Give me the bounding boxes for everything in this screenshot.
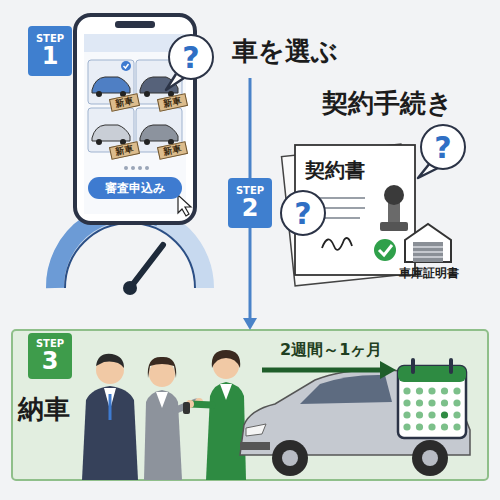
price-tag: 新車 xyxy=(157,141,188,160)
node-text: 車庫証明書 xyxy=(399,265,459,282)
garage-icon xyxy=(405,224,451,262)
contract-papers xyxy=(282,144,415,286)
duration-arrow xyxy=(262,361,396,379)
node-text: STEP xyxy=(36,338,64,349)
node-text: 2 xyxy=(242,196,259,221)
people xyxy=(82,350,246,480)
step-badge: STEP1 xyxy=(28,26,72,76)
contract-document: 契約書 xyxy=(295,145,375,190)
node-text: 納車 xyxy=(18,392,70,427)
price-tag: 新車 xyxy=(157,93,188,112)
node-text: ? xyxy=(294,196,311,231)
node-text: 新車 xyxy=(114,94,134,110)
apply-button: 審査申込み xyxy=(88,177,182,199)
delivery-panel: 納車 STEP3 xyxy=(12,330,488,480)
step-heading: 車を選ぶ xyxy=(232,34,338,69)
flow-arrow xyxy=(243,228,257,330)
node-text: ? xyxy=(434,130,451,165)
step-badge: STEP2 xyxy=(228,178,272,228)
price-tag: 新車 xyxy=(109,93,140,112)
step-badge: STEP3 xyxy=(28,333,72,379)
node-text: STEP xyxy=(36,33,64,44)
node-text: STEP xyxy=(236,185,264,196)
node-text: 契約書 xyxy=(305,157,365,184)
question-bubble: ? xyxy=(168,34,214,80)
question-bubble: ? xyxy=(420,124,466,170)
node-text: 審査申込み xyxy=(105,180,165,197)
node-text: 3 xyxy=(42,349,59,374)
node-text: ? xyxy=(182,40,199,75)
flow-line xyxy=(249,78,252,178)
node-text: 1 xyxy=(42,44,59,69)
price-tag: 新車 xyxy=(109,141,140,160)
node-text: 新車 xyxy=(114,142,134,158)
calendar xyxy=(398,360,466,438)
step-heading: 契約手続き xyxy=(322,86,453,121)
step-panel-ground xyxy=(12,330,488,480)
garage-certificate: 車庫証明書 xyxy=(394,264,464,282)
node-text: 新車 xyxy=(162,94,182,110)
duration-label: 2週間～1ヶ月 xyxy=(280,340,382,361)
node-text: 新車 xyxy=(162,142,182,158)
question-bubble: ? xyxy=(280,190,326,236)
